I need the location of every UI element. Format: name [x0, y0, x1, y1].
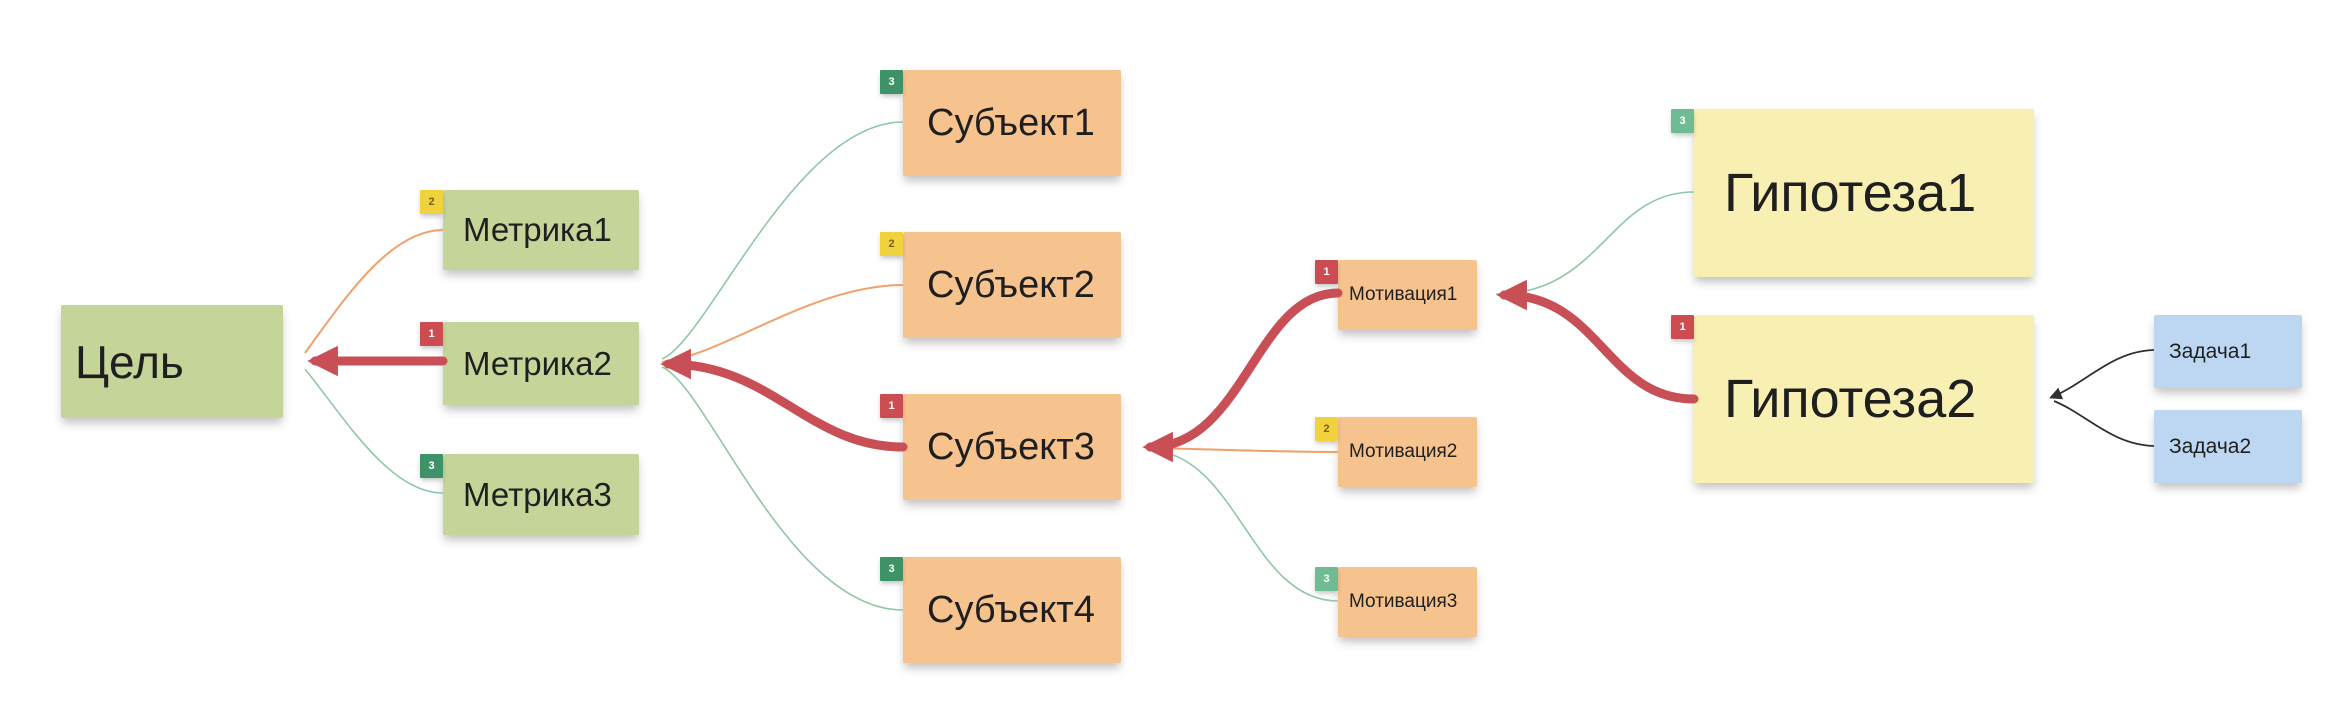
node-hypothesis1-label: Гипотеза1 — [1724, 163, 1977, 223]
node-metric3-priority-badge[interactable]: 3 — [420, 454, 443, 478]
node-task2-label: Задача2 — [2169, 434, 2252, 458]
link-hypothesis2-to-motivation1[interactable] — [1496, 279, 1699, 404]
node-hypothesis2-priority-badge[interactable]: 1 — [1671, 315, 1694, 339]
link-motivation1-to-subject3[interactable] — [1142, 288, 1343, 463]
node-metric3-label: Метрика3 — [463, 475, 612, 513]
node-motivation3-priority-badge[interactable]: 3 — [1315, 567, 1338, 591]
node-task2[interactable]: Задача2 — [2154, 410, 2302, 483]
node-hypothesis2[interactable]: 1 Гипотеза2 — [1671, 315, 2034, 483]
link-subject2-to-metric2[interactable] — [661, 284, 904, 363]
link-motivation2-to-subject3[interactable] — [1145, 447, 1339, 453]
node-subject2-label: Субъект2 — [927, 263, 1095, 306]
link-subject3-to-metric2[interactable] — [660, 348, 908, 452]
node-subject4[interactable]: 3 Субъект4 — [880, 557, 1121, 663]
node-metric2-label: Метрика2 — [463, 344, 612, 382]
node-task1-label: Задача1 — [2169, 339, 2252, 363]
link-motivation3-to-subject3[interactable] — [1147, 449, 1339, 602]
link-task2-to-hypothesis2[interactable] — [2053, 400, 2155, 447]
node-subject3-priority-badge[interactable]: 1 — [880, 394, 903, 418]
node-hypothesis1[interactable]: 3 Гипотеза1 — [1671, 109, 2034, 277]
node-motivation3-label: Мотивация3 — [1349, 591, 1458, 612]
node-hypothesis2-label: Гипотеза2 — [1724, 369, 1977, 429]
node-motivation2-label: Мотивация2 — [1349, 441, 1458, 462]
node-motivation1[interactable]: 1 Мотивация1 — [1315, 260, 1477, 330]
node-goal-label: Цель — [75, 335, 184, 388]
node-motivation3[interactable]: 3 Мотивация3 — [1315, 567, 1477, 637]
node-goal[interactable]: Цель — [61, 305, 283, 418]
node-metric2-priority-badge[interactable]: 1 — [420, 322, 443, 346]
node-metric1[interactable]: 2 Метрика1 — [420, 190, 639, 270]
node-subject4-label: Субъект4 — [927, 588, 1095, 631]
node-subject1[interactable]: 3 Субъект1 — [880, 70, 1121, 176]
node-subject3-label: Субъект3 — [927, 425, 1095, 468]
node-motivation1-priority-badge[interactable]: 1 — [1315, 260, 1338, 284]
link-task1-to-hypothesis2[interactable] — [2049, 349, 2155, 400]
node-subject2-priority-badge[interactable]: 2 — [880, 232, 903, 256]
node-metric2[interactable]: 1 Метрика2 — [420, 322, 639, 405]
node-subject1-priority-badge[interactable]: 3 — [880, 70, 903, 94]
node-motivation2-priority-badge[interactable]: 2 — [1315, 417, 1338, 441]
node-hypothesis1-priority-badge[interactable]: 3 — [1671, 109, 1694, 133]
node-metric1-priority-badge[interactable]: 2 — [420, 190, 443, 214]
node-task1[interactable]: Задача1 — [2154, 315, 2302, 388]
node-subject2[interactable]: 2 Субъект2 — [880, 232, 1121, 338]
node-motivation1-label: Мотивация1 — [1349, 284, 1458, 305]
node-metric1-label: Метрика1 — [463, 211, 612, 248]
link-subject1-to-metric2[interactable] — [661, 121, 904, 360]
link-hypothesis1-to-motivation1[interactable] — [1495, 191, 1695, 295]
node-subject3[interactable]: 1 Субъект3 — [880, 394, 1121, 500]
link-subject4-to-metric2[interactable] — [661, 366, 904, 611]
node-motivation2[interactable]: 2 Мотивация2 — [1315, 417, 1477, 487]
node-subject4-priority-badge[interactable]: 3 — [880, 557, 903, 581]
node-metric3[interactable]: 3 Метрика3 — [420, 454, 639, 535]
node-subject1-label: Субъект1 — [927, 101, 1095, 144]
